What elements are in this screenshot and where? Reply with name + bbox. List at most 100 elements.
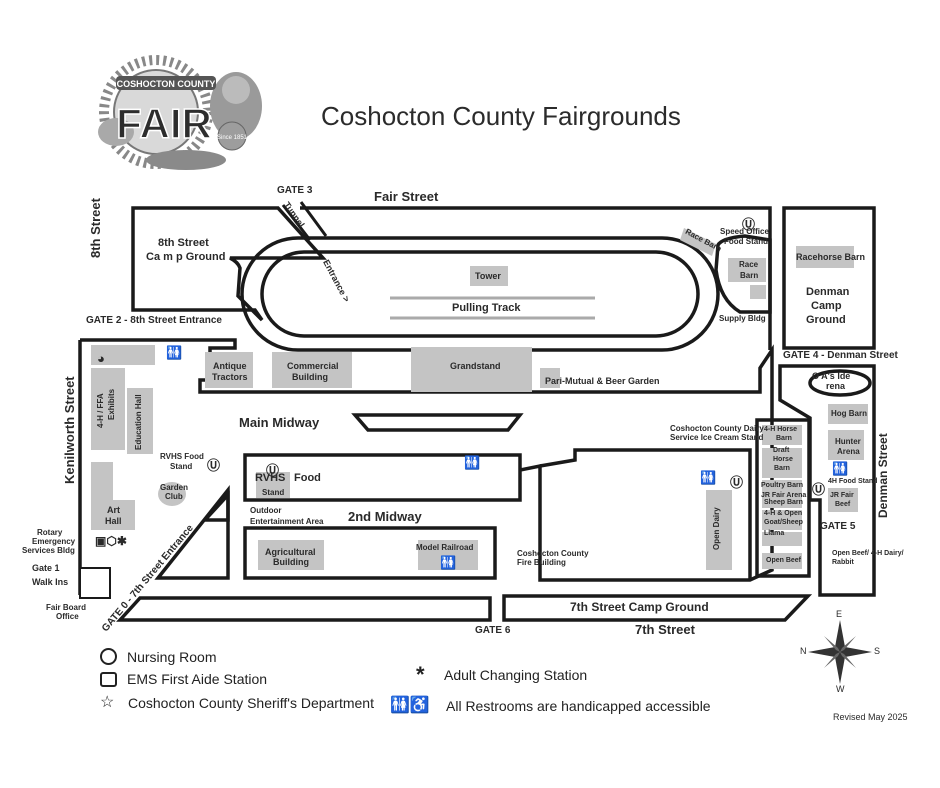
poultry-barn-label: Poultry Barn [761,482,804,489]
parimutuel-label: Pari-Mutual & Beer Garden [545,376,660,386]
beef-note-label-2: Rabbit [832,559,854,566]
buildings [91,228,868,570]
fairboard-label-2: Office [56,612,79,621]
agricultural-label-1: Agricultural [265,547,316,557]
fair-street-label: Fair Street [374,189,439,204]
logo-main-text: FAIR [116,100,212,147]
nursing-room-icon [100,648,117,665]
draft-barn-label-2: Horse [773,456,793,463]
fire-building-label-1: Coshocton County [517,549,589,558]
model-railroad-label: Model Railroad [416,543,474,552]
jr-fair-beef-label-1: JR Fair [830,492,854,499]
legend-ems-label: EMS First Aide Station [127,671,268,687]
art-hall-top-building [91,462,113,510]
dairy-stand-label-2: Service Ice Cream Stand [670,433,764,442]
legend-restrooms: 🚻♿ All Restrooms are handicapped accessi… [390,697,711,715]
gate4-label: GATE 4 - Denman Street [783,350,898,361]
agricultural-building [258,540,324,570]
legend-nursing: Nursing Room [100,648,216,665]
midway-island [351,413,524,432]
rvhs2-label-c: Stand [262,488,285,497]
racehorse-barn-building [796,246,854,268]
art-hall-label-2: Hall [105,516,122,526]
grandstand-label: Grandstand [450,361,501,371]
camp-7th-left [116,596,492,622]
rotary-label-1: Rotary [37,528,63,537]
restroom-icon: 🚻 [700,470,717,485]
camp8-label-2: Ca m p Ground [146,251,226,263]
legend-changing: * Adult Changing Station [416,664,588,686]
race-barn-building [728,258,766,282]
compass-rose [808,620,872,684]
arena-block [778,364,876,597]
logo-top-text: COSHOCTON COUNTY [117,79,216,89]
seventh-street-label: 7th Street [635,622,695,637]
camp8-label-1: 8th Street [158,237,209,249]
commercial-label-2: Building [292,372,328,382]
small-triangle [201,490,230,522]
grandstand-building [411,347,532,392]
legend-nursing-label: Nursing Room [127,648,217,665]
legend-ems: EMS First Aide Station [100,671,267,687]
llama-building [762,532,802,546]
speed-office-label-1: Speed Office [720,227,769,236]
agricultural-label-2: Building [273,557,309,567]
restroom-icon: 🚻 [464,455,481,470]
rvhs2-label-a: RVHS [255,472,286,484]
arena-label-2: rena [826,381,846,391]
race-barn2-label-2: Barn [740,271,759,280]
outdoor-label-2: Entertainment Area [250,517,324,526]
education-hall-building [127,388,153,454]
arena-label-1: O A's Ide [812,371,851,381]
fair-street-edge [300,206,772,350]
compass-e: E [836,609,843,619]
open-beef-building [762,553,802,569]
ffa-building [91,368,125,450]
main-midway-label: Main Midway [239,415,320,430]
jr-fair-beef-label-2: Beef [835,501,851,508]
art-hall-label-1: Art [107,505,120,515]
education-hall-label: Education Hall [134,394,143,450]
goat-barn-label-1: 4-H & Open [764,510,803,517]
restroom-icon: 🚻 [832,461,849,476]
hunter-arena-label-2: Arena [837,447,860,456]
denman-camp-block [782,206,876,350]
hunter-arena-label-1: Hunter [835,437,861,446]
gate0-triangle [154,484,230,580]
horse-barn-label-2: Barn [776,435,792,442]
rvhs-stand-building [256,472,290,498]
camp-7th-label: 7th Street Camp Ground [570,600,709,614]
ffa-label-1: 4-H / FFA [96,393,105,428]
rotary-label-3: Services Bldg [22,546,75,555]
hog-barn-label: Hog Barn [831,409,867,418]
commercial-building [272,352,352,388]
restroom-icon: 🚻 [166,345,183,360]
second-midway-block [243,526,497,580]
llama-label: Llama [764,530,785,537]
hog-barn-building [828,404,868,424]
draft-barn-label-1: Draft [773,447,790,454]
sheep-barn-label-2: Sheep Barn [764,499,803,506]
dairy-block [539,448,752,580]
open-dairy-label: Open Dairy [712,507,721,550]
camp-8th-block [131,206,327,322]
arena-oval [808,369,872,397]
goat-barn-building [762,510,802,530]
fire-building-label-2: Fire Building [517,558,566,567]
gate1-label: Gate 1 [32,563,60,573]
food-stand-icon: Ⓤ [730,475,744,490]
eighth-street-label: 8th Street [88,198,103,258]
race-barn2-label-1: Race [739,260,759,269]
rvhs-stand-label-2: Stand [170,462,193,471]
gate3-label: GATE 3 [277,185,313,196]
commercial-label-1: Commercial [287,361,339,371]
track-inner [260,250,700,338]
art-hall-building [91,500,135,530]
speed-office-label-2: Food Stand [724,237,768,246]
model-railroad-building [418,540,478,570]
parimutuel-building [540,368,560,388]
garden-club-building [158,482,186,506]
legend-changing-label: Adult Changing Station [444,667,588,683]
walkins-label: Walk Ins [32,577,69,587]
second-midway-label: 2nd Midway [348,509,422,524]
